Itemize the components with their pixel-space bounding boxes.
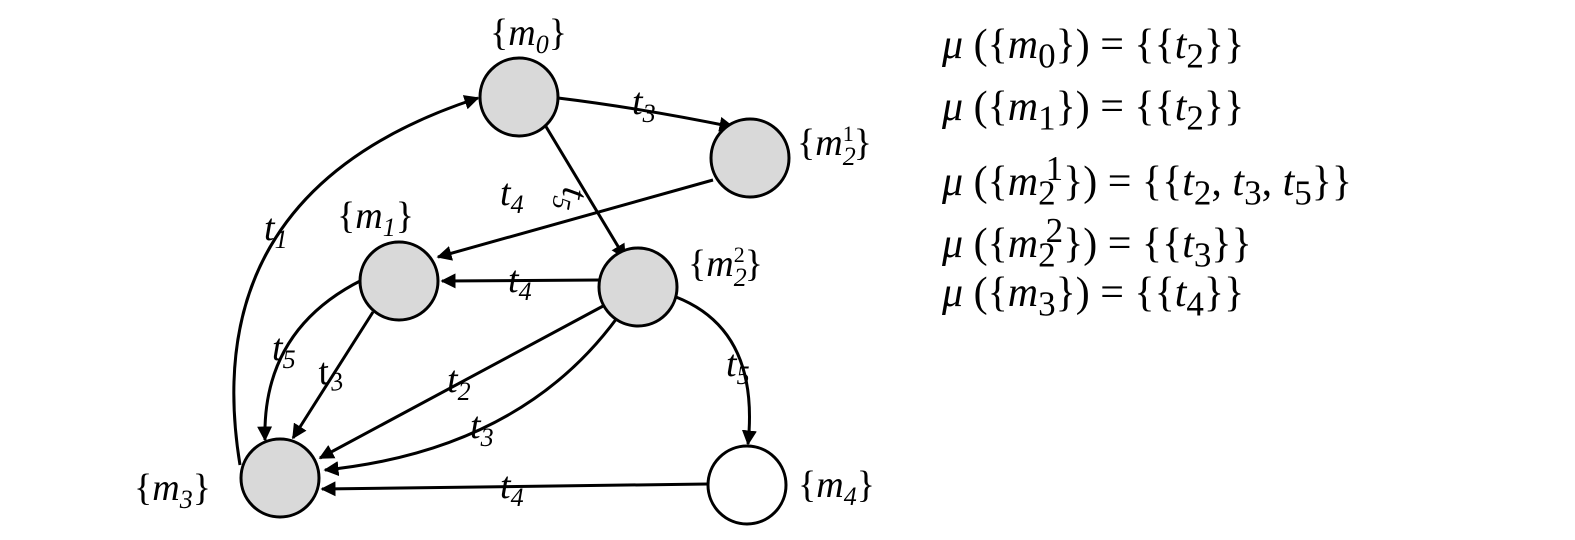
edge-m3-m0-t1 — [232, 95, 480, 466]
edge-label-t4-m4-m3: t4 — [500, 465, 524, 512]
edge-m0-m21-t3 — [557, 96, 735, 132]
edge-label-t3-m22-m3: t3 — [470, 405, 494, 452]
edge-m22-m3-t3 — [323, 317, 619, 477]
edge-label-t4-m21-m1: t4 — [500, 172, 524, 219]
label-m0: {m0} — [490, 12, 567, 59]
node-m0 — [478, 56, 560, 138]
node-m1 — [358, 240, 440, 322]
edge-label-t2-m22-m3: t2 — [447, 359, 471, 406]
edge-m4-m3-t4 — [320, 481, 709, 497]
label-m2-2: {m22} — [688, 242, 763, 292]
edge-label-t4-m22-m1: t4 — [508, 259, 532, 306]
edge-label-t5-m22-m4: t5 — [726, 343, 750, 390]
equation-m1: μ ({m1}) = {{t2}} — [942, 84, 1245, 138]
label-m1: {m1} — [337, 195, 414, 242]
mapping-equations: μ ({m0}) = {{t2}} μ ({m1}) = {{t2}} μ ({… — [942, 14, 1542, 324]
node-m2-2 — [597, 246, 679, 328]
edge-label-t1-m3-m0: t1 — [264, 207, 288, 254]
equation-m2-1: μ ({m21}) = {{t2, t3, t5}} — [942, 149, 1353, 213]
edge-m1-m3-t5 — [257, 278, 363, 442]
equation-m3: μ ({m3}) = {{t4}} — [942, 270, 1245, 324]
edge-m1-m3-t3 — [291, 311, 375, 440]
equation-m0: μ ({m0}) = {{t2}} — [942, 22, 1245, 76]
edge-label-t5-m0-m22: t5 — [546, 184, 596, 215]
edge-m22-m4-t5 — [675, 295, 757, 446]
edge-m22-m3-t2 — [318, 303, 606, 460]
edge-m22-m1-t4 — [440, 273, 601, 289]
edge-m0-m22-t5 — [543, 124, 627, 260]
equation-m2-2: μ ({m22}) = {{t3}} — [942, 211, 1252, 275]
node-m4 — [706, 444, 788, 526]
edge-m21-m1-t4 — [436, 178, 714, 261]
label-m4: {m4} — [798, 464, 875, 511]
label-m3: {m3} — [134, 467, 211, 514]
node-m3 — [239, 437, 321, 519]
label-m2-1: {m21} — [797, 121, 872, 171]
node-m2-1 — [709, 117, 791, 199]
edge-label-t3-m0-m21: t3 — [632, 81, 656, 128]
edge-label-t5-m1-m3: t5 — [272, 327, 296, 374]
edge-label-t3-m1-m3: t3 — [314, 348, 345, 398]
